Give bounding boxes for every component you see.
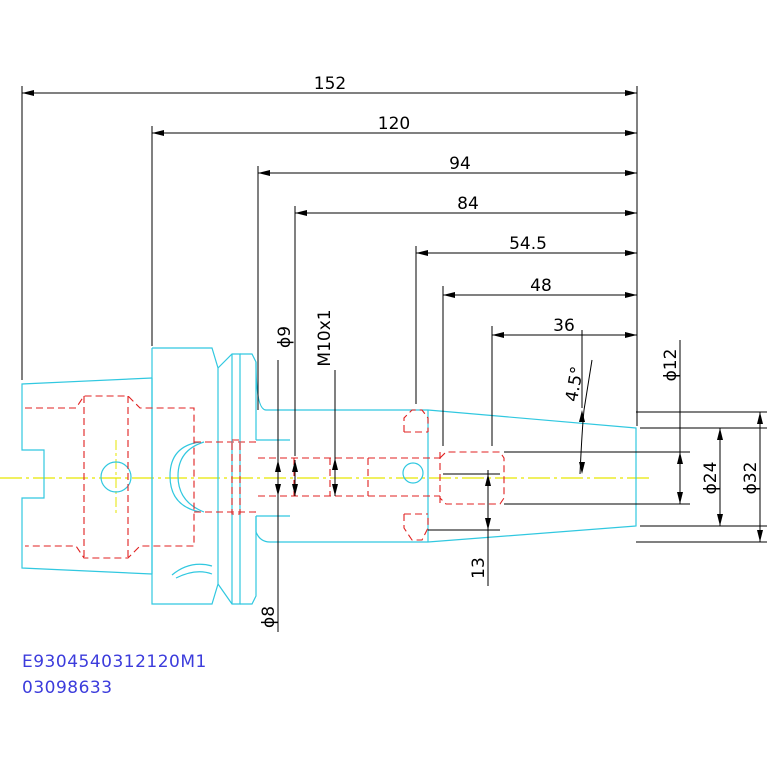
dim-phi24: ϕ24 [701,462,721,495]
dimensions [21,86,767,632]
dim-94: 94 [449,154,471,174]
hidden-lines [25,395,505,559]
dim-phi32: ϕ32 [741,462,761,495]
dim-m10x1: M10x1 [315,309,335,366]
dim-phi9: ϕ9 [275,326,295,348]
holder-outline [21,347,637,605]
dim-84: 84 [457,194,479,214]
dim-36: 36 [553,316,575,336]
dim-phi8: ϕ8 [259,606,279,628]
dim-angle: 4.5° [562,365,588,403]
dim-120: 120 [378,114,410,134]
part-number: E9304540312120M1 [22,652,207,672]
dim-48: 48 [530,276,552,296]
dim-54-5: 54.5 [509,234,547,254]
drawing-code: 03098633 [22,678,113,698]
dim-13: 13 [469,557,489,579]
dim-phi12: ϕ12 [661,349,681,382]
arrowheads [22,90,763,542]
dim-152: 152 [314,74,346,94]
